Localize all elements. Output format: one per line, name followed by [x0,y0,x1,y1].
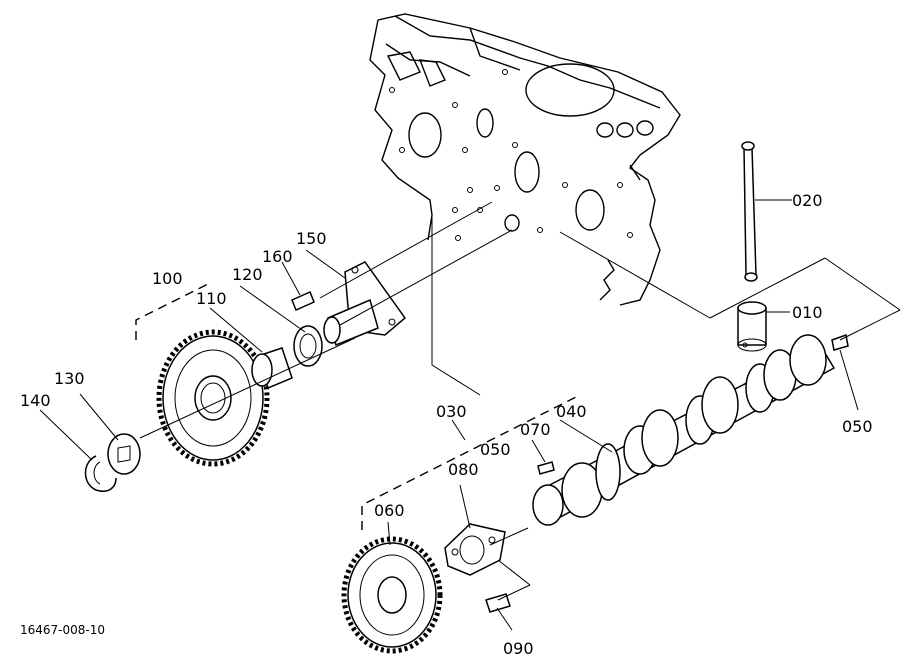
callout-040: 040 [556,402,587,421]
engine-block [369,13,681,396]
tappet [737,301,767,352]
callout-050-cam-end: 050 [842,417,873,436]
callout-050-gear: 050 [480,440,511,459]
callout-080: 080 [448,460,479,479]
woodruff-key [537,461,555,475]
block-bolt-holes [389,69,633,241]
callout-100: 100 [152,269,183,288]
push-rod [741,141,758,282]
assembly-lines [139,201,901,601]
idler-collar [251,347,293,390]
idler-shaft [323,261,407,347]
callout-160: 160 [262,247,293,266]
stopper-bolt [485,593,511,613]
cam-gear [341,536,443,654]
callout-120: 120 [232,265,263,284]
group-brackets [135,281,581,530]
leader-lines [39,199,859,631]
idler-gear [156,329,270,467]
callout-010: 010 [792,303,823,322]
callout-130: 130 [54,369,85,388]
camshaft-stopper [444,523,506,576]
callout-030: 030 [436,402,467,421]
flat-washer [107,433,141,475]
thrust-washer [293,325,323,367]
snap-ring [84,455,117,492]
callout-060: 060 [374,501,405,520]
cam-end-bolt [831,333,849,351]
shaft-bolt [291,290,315,312]
callout-labels: 020 010 050 030 040 070 050 080 060 090 … [20,191,873,658]
callout-090: 090 [503,639,534,658]
callout-070: 070 [520,420,551,439]
callout-020: 020 [792,191,823,210]
drawing-number: 16467-008-10 [20,623,105,637]
callout-140: 140 [20,391,51,410]
callout-110: 110 [196,289,227,308]
callout-150: 150 [296,229,327,248]
camshaft [532,334,836,526]
